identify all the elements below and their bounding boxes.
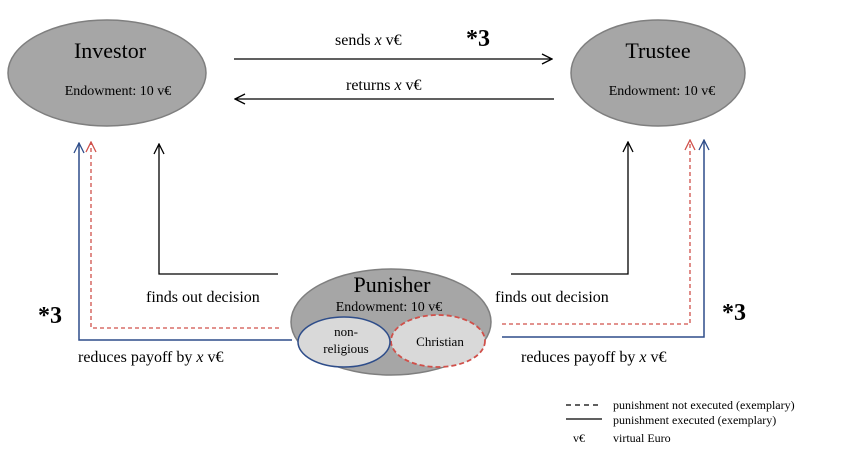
multiplier-right: *3 xyxy=(722,300,746,326)
investor-endowment: Endowment: 10 v€ xyxy=(65,84,172,99)
punishment-executed-arrow-left xyxy=(79,143,292,341)
finds-out-label-right: finds out decision xyxy=(495,289,609,306)
multiplier-top: *3 xyxy=(466,26,490,52)
christian-group-ellipse xyxy=(390,314,486,368)
legend-unit-label: virtual Euro xyxy=(613,431,671,445)
trustee-endowment: Endowment: 10 v€ xyxy=(609,84,716,99)
finds-out-arrow-left xyxy=(159,144,278,275)
returns-label: returns x v€ xyxy=(346,77,422,94)
multiplier-left: *3 xyxy=(38,303,62,329)
punisher-node: Punisher Endowment: 10 v€ non- religious… xyxy=(290,268,492,376)
non-religious-label-line2: religious xyxy=(323,341,369,356)
legend-solid-label: punishment executed (exemplary) xyxy=(613,413,776,427)
punisher-title: Punisher xyxy=(354,272,432,297)
christian-label: Christian xyxy=(416,334,464,349)
investor-node: Investor Endowment: 10 v€ xyxy=(7,19,207,127)
investor-ellipse xyxy=(7,19,207,127)
punishment-not-executed-arrow-left xyxy=(91,142,279,329)
non-religious-group-ellipse xyxy=(297,316,391,368)
punisher-endowment: Endowment: 10 v€ xyxy=(336,300,443,315)
legend-dashed-label: punishment not executed (exemplary) xyxy=(613,398,795,412)
legend: punishment not executed (exemplary) puni… xyxy=(566,398,795,445)
finds-out-label-left: finds out decision xyxy=(146,289,260,306)
punishment-not-executed-arrow-right xyxy=(502,140,690,325)
reduces-label-right: reduces payoff by x v€ xyxy=(521,349,666,366)
non-religious-label-line1: non- xyxy=(334,324,358,339)
reduces-label-left: reduces payoff by x v€ xyxy=(78,349,223,366)
finds-out-arrow-right xyxy=(511,142,628,275)
investor-title: Investor xyxy=(74,38,147,63)
trustee-ellipse xyxy=(570,19,746,127)
trustee-node: Trustee Endowment: 10 v€ xyxy=(570,19,746,127)
sends-label: sends x v€ xyxy=(335,32,402,49)
legend-unit-symbol: v€ xyxy=(573,431,585,445)
punishment-executed-arrow-right xyxy=(502,140,704,338)
trustee-title: Trustee xyxy=(625,38,690,63)
